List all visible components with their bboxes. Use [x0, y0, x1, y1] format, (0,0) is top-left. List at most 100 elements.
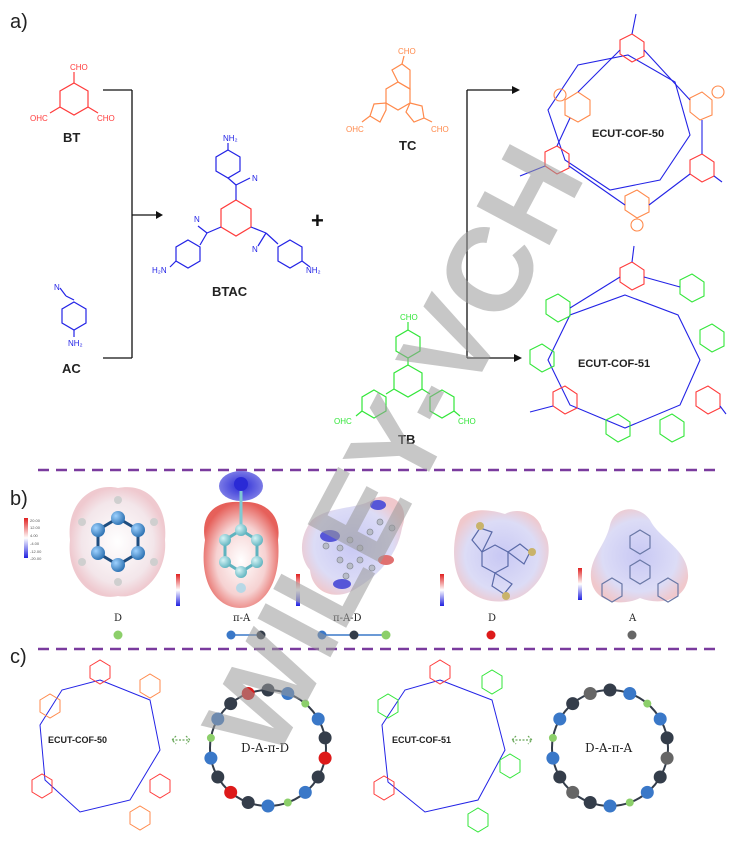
ring-node: [548, 733, 557, 742]
ac-nh2-label: NH₂: [68, 339, 83, 348]
ac-label: AC: [62, 361, 81, 376]
legend-pi-a: [226, 630, 266, 640]
esp-map-4: [454, 510, 549, 602]
legend-pi-a-d: [317, 630, 391, 640]
colorbar-ticks: 20.00 12.00 4.00 -4.00 -12.00 -20.00: [30, 518, 42, 561]
ring-node: [640, 785, 654, 799]
ring-node: [583, 796, 597, 809]
ring-node: [643, 699, 652, 708]
colorbar-3: [296, 574, 300, 606]
btac-n-left: N: [194, 215, 200, 224]
btac-label: BTAC: [212, 284, 248, 299]
legend-node-red: [486, 630, 496, 640]
ring-node: [261, 799, 275, 813]
ring-d-a-pi-d: [204, 683, 332, 813]
cof50-network-c: [31, 659, 171, 831]
cof51-label-a: ECUT-COF-51: [578, 358, 650, 370]
btac-nh2-top: NH₂: [223, 134, 238, 143]
tc-molecule: [361, 55, 433, 123]
colorbar-2: [176, 574, 180, 606]
ring-node: [553, 770, 567, 784]
arrow-head-to-btac: [156, 211, 163, 219]
tc-cho-right: CHO: [431, 125, 449, 134]
ring-label-right: D-A-π-A: [585, 741, 633, 755]
ring-node: [546, 751, 560, 765]
ring-node: [660, 731, 674, 745]
arrow-head-to-cof50: [512, 86, 520, 94]
ring-node: [211, 770, 225, 784]
bt-cho-top: CHO: [70, 63, 88, 72]
btac-n-top: N: [252, 174, 258, 183]
ring-d-a-pi-a: [546, 683, 674, 813]
ring-node: [241, 796, 255, 809]
reaction-bracket-left: [103, 89, 160, 359]
colorbar-1: [24, 518, 28, 558]
ring-node: [224, 697, 238, 711]
ring-node: [281, 687, 295, 700]
watermark: WILEY-VCH: [178, 125, 609, 777]
esp-caption-3: π-A-D: [333, 613, 362, 624]
svg-text:-12.00: -12.00: [30, 549, 42, 554]
ring-node: [566, 785, 580, 799]
ring-node: [318, 751, 332, 765]
ring-node: [553, 712, 567, 726]
colorbar-4: [440, 574, 444, 606]
bt-label: BT: [63, 130, 80, 145]
esp-map-1: [69, 487, 166, 597]
ring-node: [224, 785, 238, 799]
bt-ohc-left: OHC: [30, 114, 48, 123]
legend-node-green: [113, 630, 123, 640]
esp-caption-1: D: [114, 613, 122, 624]
ac-molecule: [59, 287, 87, 337]
reaction-bracket-right: [466, 89, 514, 359]
btac-nh2-right: NH₂: [306, 266, 321, 275]
tc-cho-top: CHO: [398, 47, 416, 56]
ring-node: [241, 687, 255, 700]
ring-node: [583, 687, 597, 700]
svg-text:-4.00: -4.00: [30, 541, 40, 546]
colorbar-5: [578, 568, 582, 600]
ring-node: [211, 712, 225, 726]
esp-map-2: [203, 471, 279, 608]
equivalence-arrow-left: [171, 735, 191, 745]
tc-ohc-left: OHC: [346, 125, 364, 134]
esp-caption-4: D: [488, 613, 496, 624]
ring-node: [660, 751, 674, 765]
equivalence-arrow-right: [511, 735, 533, 745]
panel-label-c: c): [10, 646, 27, 668]
btac-n-right: N: [252, 245, 258, 254]
ring-node: [301, 699, 310, 708]
btac-molecule: [169, 143, 311, 269]
esp-caption-5: A: [628, 613, 637, 624]
panel-label-b: b): [10, 488, 28, 510]
esp-map-5: [590, 509, 689, 603]
tb-label: TB: [398, 432, 415, 447]
ring-node: [566, 697, 580, 711]
legend-node-grey: [627, 630, 637, 640]
tb-cho-top: CHO: [400, 313, 418, 322]
svg-text:20.00: 20.00: [30, 518, 41, 523]
ring-node: [603, 799, 617, 813]
svg-text:12.00: 12.00: [30, 525, 41, 530]
esp-map-3: [301, 496, 405, 595]
ring-node: [311, 770, 325, 784]
ac-n-label: N: [54, 283, 60, 292]
cof51-network-c: [373, 659, 521, 833]
ring-label-left: D-A-π-D: [241, 741, 289, 755]
esp-caption-2: π-A: [233, 613, 251, 624]
panel-label-a: a): [10, 11, 28, 33]
svg-text:4.00: 4.00: [30, 533, 39, 538]
btac-h2n-left: H₂N: [152, 266, 167, 275]
tb-molecule: [355, 322, 461, 419]
tc-label: TC: [399, 138, 417, 153]
bt-molecule: [49, 72, 99, 116]
svg-text:-20.00: -20.00: [30, 556, 42, 561]
ring-node: [204, 751, 218, 765]
plus-sign: +: [311, 208, 324, 233]
ring-node: [318, 731, 332, 745]
bt-cho-right: CHO: [97, 114, 115, 123]
cof50-label-a: ECUT-COF-50: [592, 128, 664, 140]
ring-node: [283, 798, 292, 807]
ring-node: [206, 733, 215, 742]
arrow-head-to-cof51: [514, 354, 522, 362]
